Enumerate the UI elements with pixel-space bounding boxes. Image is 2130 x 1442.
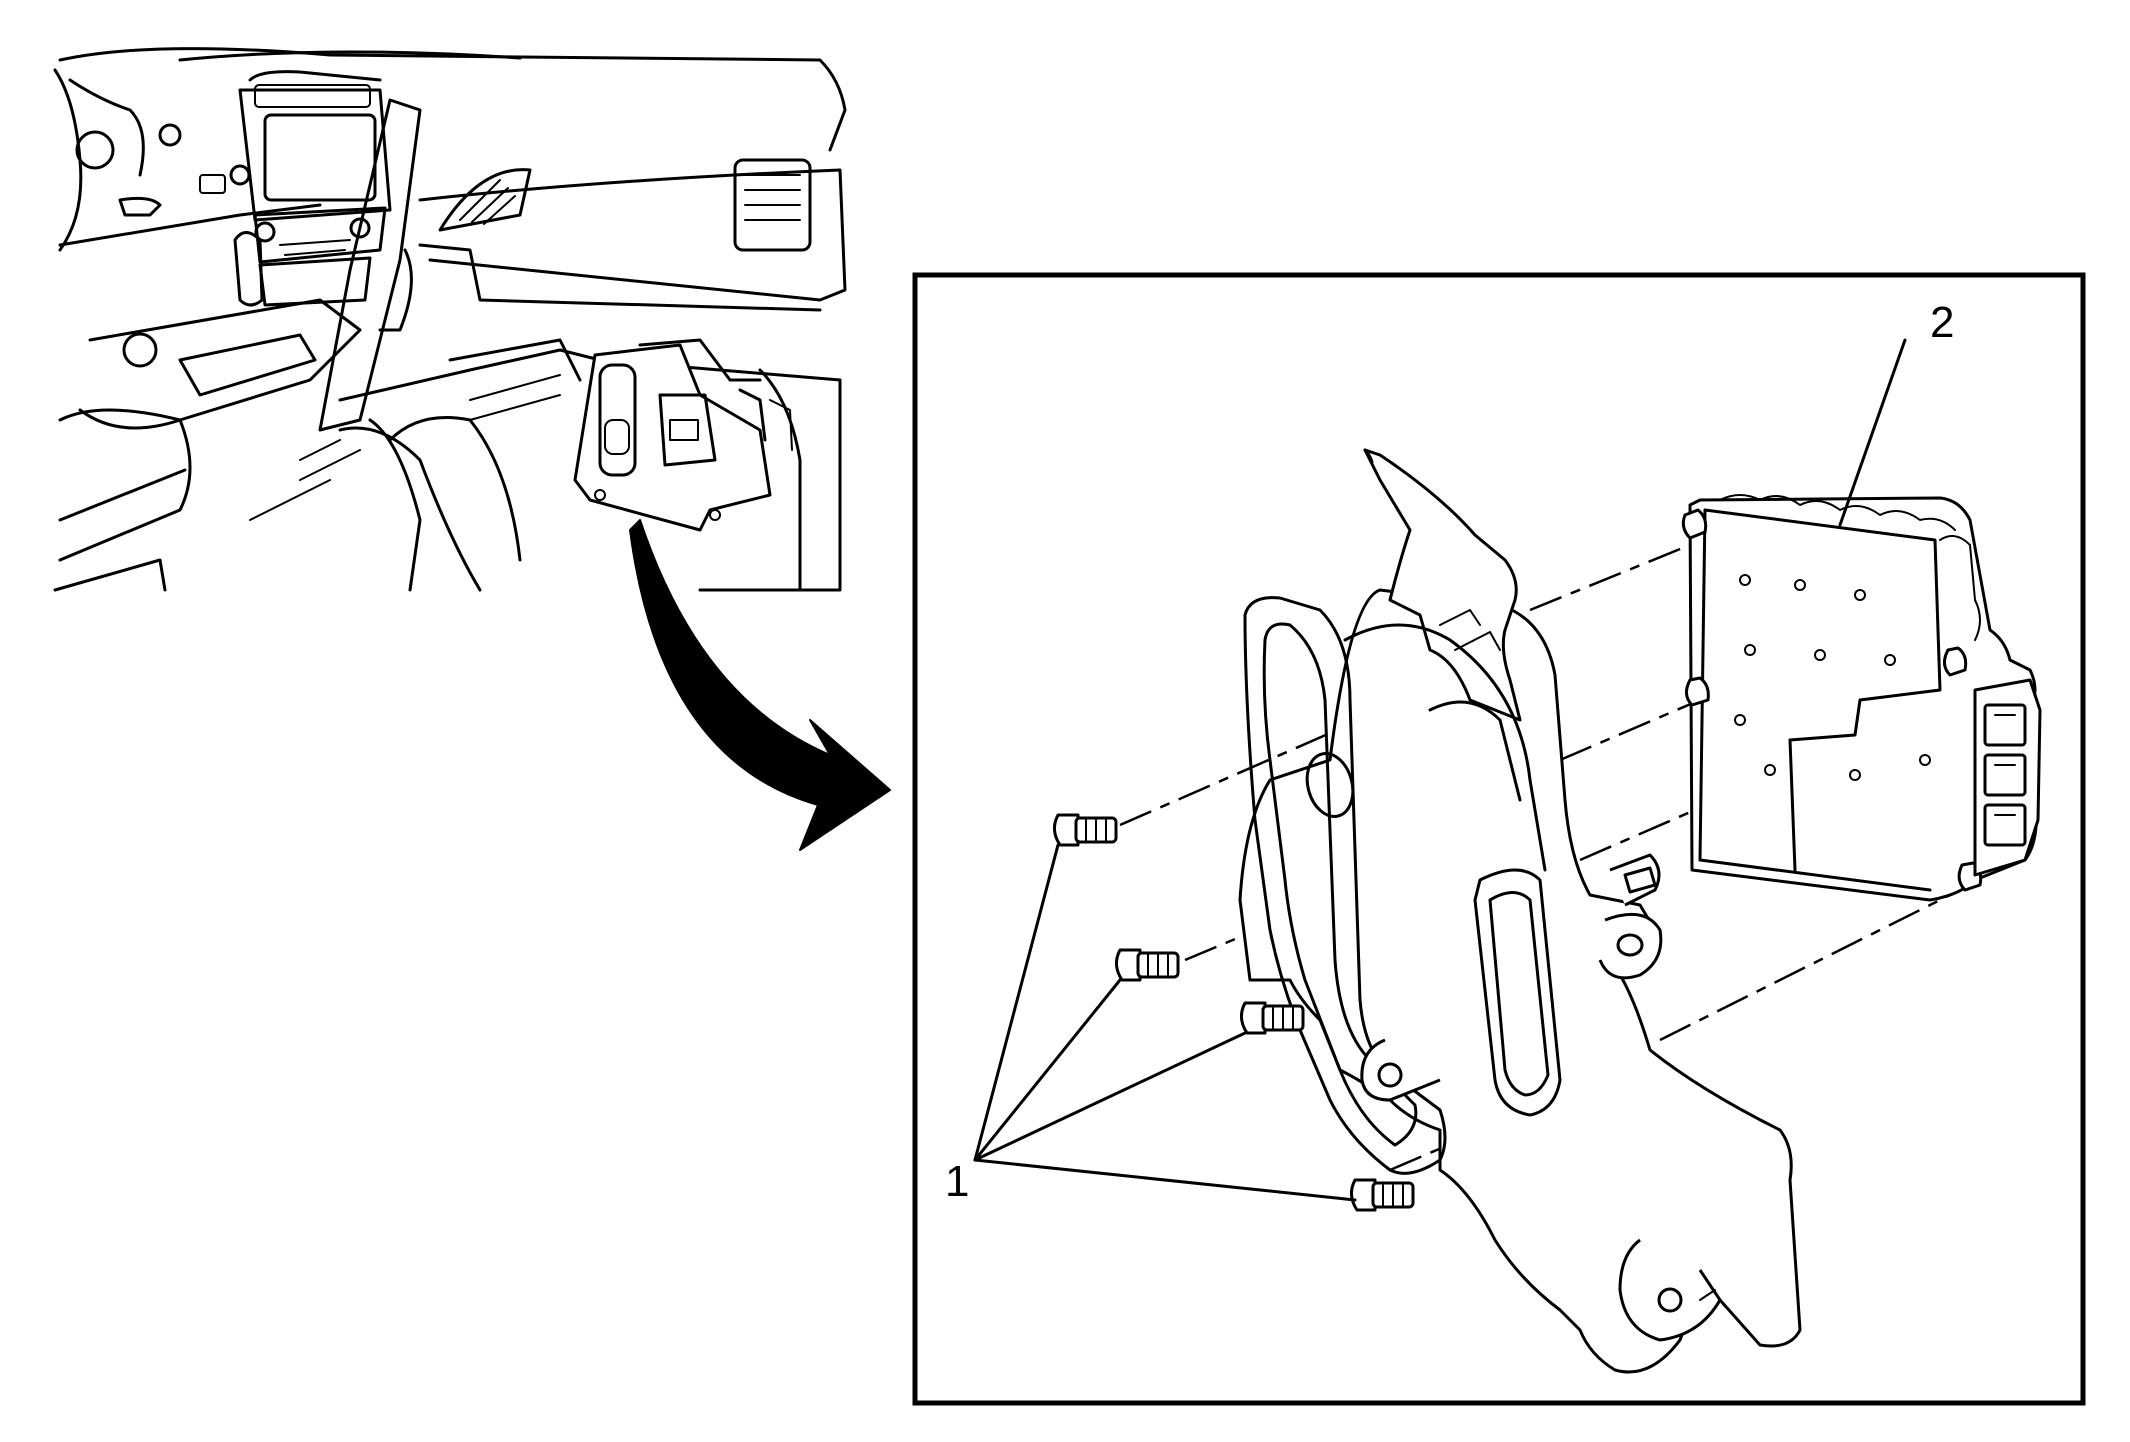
curved-arrow-icon — [629, 519, 891, 851]
dashboard-overview-illustration — [53, 47, 847, 592]
bolt-icon — [1053, 813, 1118, 847]
bolt-icon — [1350, 1178, 1415, 1212]
bolt-icon — [1115, 948, 1180, 982]
callout-1-label: 1 — [945, 1157, 969, 1206]
module-bracket-exploded-view — [973, 338, 2042, 1374]
bolt-icon — [1240, 1001, 1305, 1035]
callout-2-label: 2 — [1930, 298, 1954, 347]
